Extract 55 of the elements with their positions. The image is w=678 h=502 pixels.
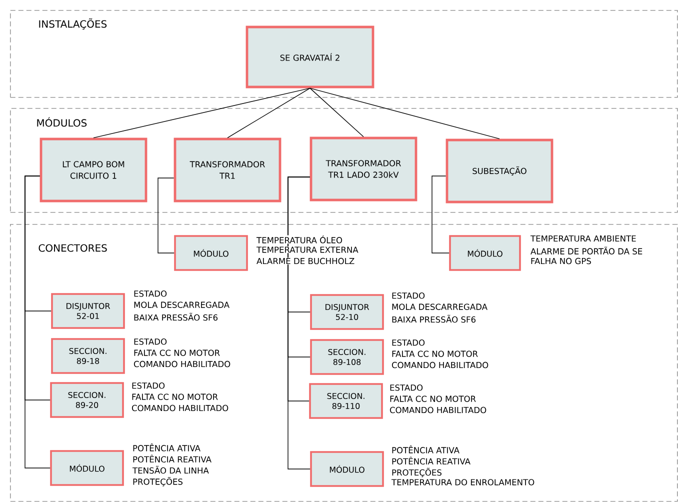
connector-line — [93, 88, 310, 138]
component-box: DISJUNTOR 52-01 — [51, 293, 125, 329]
item-label: FALTA CC NO MOTOR — [133, 349, 220, 356]
item-label: ESTADO — [133, 338, 168, 346]
item-label: ESTADO — [389, 384, 424, 392]
item-label: BAIXA PRESSÃO SF6 — [133, 312, 218, 321]
item-label: PROTEÇÕES — [391, 468, 442, 478]
component-box: SECCION. 89-20 — [50, 382, 124, 418]
item-label: COMANDO HABILITADO — [131, 404, 229, 412]
connector-line — [310, 88, 364, 138]
component-box: DISJUNTOR 52-10 — [310, 294, 384, 330]
connector-line — [158, 178, 174, 254]
connector-line — [310, 88, 500, 140]
component-box: MÓDULO — [50, 450, 124, 486]
module-box: TRANSFORMADOR TR1 — [174, 138, 282, 202]
connector-line — [288, 176, 310, 470]
connector-line — [24, 176, 50, 468]
item-label: FALTA CC NO MOTOR — [391, 350, 478, 358]
item-label: PROTEÇÕES — [132, 476, 184, 487]
item-label: ESTADO — [391, 339, 426, 346]
item-label: POTÊNCIA REATIVA — [132, 454, 212, 463]
item-label: ESTADO — [131, 382, 166, 390]
item-label: TEMPERATURA DO ENROLAMENTO — [391, 478, 535, 486]
item-label: ALARME DE PORTÃO DA SE — [530, 246, 643, 255]
item-label: TENSÃO DA LINHA — [132, 466, 210, 474]
item-label: TEMPERATURA ÓLEO — [256, 235, 343, 244]
module-box: LT CAMPO BOM CIRCUITO 1 — [40, 138, 148, 202]
item-label: ESTADO — [133, 290, 168, 298]
component-box: SECCION. 89-110 — [309, 383, 383, 419]
item-label: BAIXA PRESSÃO SF6 — [391, 314, 476, 323]
item-label: COMANDO HABILITADO — [389, 406, 487, 414]
item-label: POTÊNCIA REATIVA — [391, 456, 471, 465]
item-label: ALARME DE BUCHHOLZ — [256, 258, 355, 264]
item-label: TEMPERATURA EXTERNA — [256, 246, 359, 254]
component-box: MÓDULO — [310, 451, 384, 487]
item-label: POTÊNCIA ATIVA — [391, 445, 460, 454]
item-label: COMANDO HABILITADO — [391, 362, 489, 368]
item-label: POTÊNCIA ATIVA — [132, 443, 201, 452]
item-label: ESTADO — [391, 292, 426, 300]
module-box: SE GRAVATAÍ 2 — [246, 26, 374, 88]
item-label: MOLA DESCARREGADA — [391, 303, 488, 310]
item-label: FALTA CC NO MOTOR — [389, 395, 476, 402]
item-label: MOLA DESCARREGADA — [133, 301, 230, 308]
module-box: TRANSFORMADOR TR1 LADO 230kV — [310, 136, 418, 202]
component-box: MÓDULO — [449, 235, 521, 271]
item-label: COMANDO HABILITADO — [133, 360, 231, 368]
connector-line — [227, 88, 310, 138]
connector-line — [432, 176, 450, 254]
module-box: SUBESTAÇÃO — [446, 138, 554, 204]
component-box: MÓDULO — [174, 235, 248, 271]
item-label: FALTA CC NO MOTOR — [131, 393, 218, 400]
component-box: SECCION. 89-108 — [310, 339, 384, 375]
item-label: TEMPERATURA AMBIENTE — [530, 235, 637, 242]
component-box: SECCION. 89-18 — [51, 338, 125, 374]
item-label: FALHA NO GPS — [530, 258, 592, 264]
